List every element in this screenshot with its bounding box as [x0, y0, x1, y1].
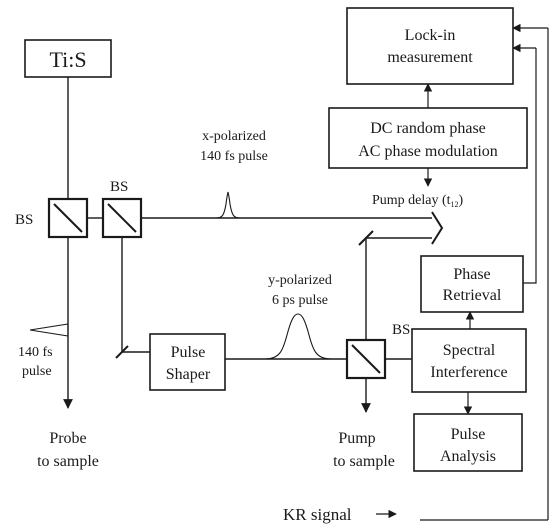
pulse-shaper-box: Pulse Shaper: [149, 333, 226, 391]
pump-label-line2: to sample: [333, 453, 395, 470]
y-polarized-pulse-shape: [264, 313, 332, 360]
pulse-analysis-box: Pulse Analysis: [413, 413, 523, 472]
beam-paths: [63, 77, 432, 413]
lockin-label-line2: measurement: [387, 49, 473, 66]
mirror-lower-left: [115, 345, 129, 359]
probe-pulse-label-line2: pulse: [22, 364, 52, 379]
x-polarized-pulse-shape: [215, 191, 241, 219]
lockin-label-line1: Lock-in: [405, 27, 456, 44]
kr-signal-label: KR signal: [283, 505, 352, 524]
phase-retrieval-label-line2: Retrieval: [443, 287, 502, 304]
dc-ac-label-line1: DC random phase: [370, 120, 486, 137]
spectral-interference-label-line2: Interference: [430, 364, 507, 381]
lockin-box: Lock-in measurement: [346, 7, 514, 85]
pump-delay-label: Pump delay (t12): [372, 193, 464, 209]
signal-paths: [423, 23, 549, 520]
beam-splitter-middle: [101, 197, 143, 239]
beam-splitter-left: [47, 197, 89, 239]
beam-splitter-right: [345, 338, 387, 380]
kr-signal-legend: KR signal: [283, 505, 548, 524]
y-pulse-label-line2: 6 ps pulse: [272, 293, 328, 308]
phase-retrieval-box: Phase Retrieval: [420, 255, 524, 313]
probe-label-line1: Probe: [49, 430, 86, 447]
pulse-analysis-label-line2: Analysis: [440, 448, 496, 465]
pulse-analysis-label-line1: Pulse: [451, 426, 486, 443]
spectral-interference-box: Spectral Interference: [411, 328, 527, 393]
dc-ac-label-line2: AC phase modulation: [358, 143, 498, 160]
laser-label: Ti:S: [49, 47, 86, 72]
probe-pulse-label-line1: 140 fs: [18, 345, 53, 360]
retroreflector-icon: [431, 211, 444, 245]
y-pulse-label-line1: y-polarized: [268, 273, 332, 288]
phase-to-lockin-line: [523, 48, 537, 284]
pulse-shaper-label-line2: Shaper: [166, 366, 211, 383]
phase-retrieval-label-line1: Phase: [453, 266, 490, 283]
bs-left-label: BS: [15, 212, 33, 228]
mirror-delay-turn: [358, 230, 374, 246]
spectral-interference-label-line1: Spectral: [443, 342, 496, 359]
x-pulse-label-line2: 140 fs pulse: [200, 149, 268, 164]
pump-label-line1: Pump: [338, 430, 375, 447]
pulse-shaper-label-line1: Pulse: [171, 344, 206, 361]
probe-label-line2: to sample: [37, 453, 99, 470]
dc-ac-box: DC random phase AC phase modulation: [328, 107, 528, 169]
probe-pulse-shape: [29, 323, 69, 337]
bs-right-label: BS: [392, 322, 410, 338]
x-pulse-label-line1: x-polarized: [202, 129, 266, 144]
bs-middle-label: BS: [110, 179, 128, 195]
laser-box: Ti:S: [24, 39, 112, 78]
